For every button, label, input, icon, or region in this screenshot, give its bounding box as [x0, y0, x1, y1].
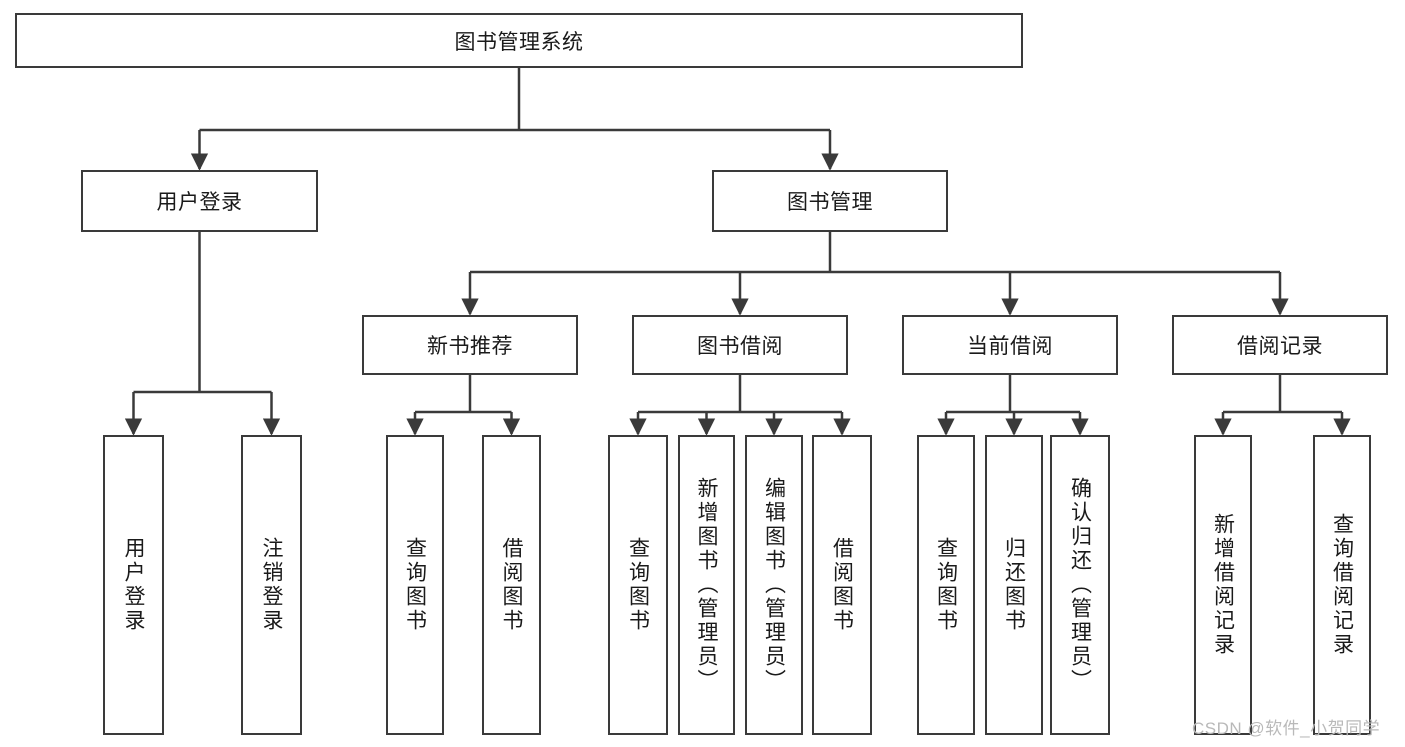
- node-label: 归还图书: [1002, 537, 1026, 633]
- node-leaf-query-book-1[interactable]: 查询图书: [386, 435, 444, 735]
- node-new-book-recommend[interactable]: 新书推荐: [362, 315, 578, 375]
- node-label: 借阅图书: [500, 537, 523, 633]
- node-root[interactable]: 图书管理系统: [15, 13, 1023, 68]
- node-label: 当前借阅: [967, 335, 1053, 358]
- node-label: 用户登录: [122, 537, 145, 633]
- node-label: 新增借阅记录: [1211, 513, 1235, 657]
- node-leaf-query-book-2[interactable]: 查询图书: [608, 435, 668, 735]
- node-leaf-user-login[interactable]: 用户登录: [103, 435, 164, 735]
- node-label: 查询图书: [626, 537, 650, 633]
- node-leaf-edit-book[interactable]: 编辑图书（管理员）: [745, 435, 803, 735]
- node-label: 图书借阅: [697, 335, 783, 358]
- node-user-login[interactable]: 用户登录: [81, 170, 318, 232]
- node-label: 新书推荐: [427, 335, 513, 358]
- node-label: 注销登录: [260, 537, 283, 633]
- node-label: 借阅图书: [830, 537, 854, 633]
- node-borrow-record[interactable]: 借阅记录: [1172, 315, 1388, 375]
- node-current-borrow[interactable]: 当前借阅: [902, 315, 1118, 375]
- node-label: 新增图书（管理员）: [695, 477, 718, 693]
- node-leaf-return-book[interactable]: 归还图书: [985, 435, 1043, 735]
- node-book-manage[interactable]: 图书管理: [712, 170, 948, 232]
- watermark-text: CSDN @软件_小贺同学: [1192, 719, 1381, 738]
- node-label: 图书管理系统: [454, 30, 584, 54]
- node-leaf-add-book[interactable]: 新增图书（管理员）: [678, 435, 735, 735]
- node-leaf-confirm-return[interactable]: 确认归还（管理员）: [1050, 435, 1110, 735]
- node-label: 用户登录: [156, 191, 243, 214]
- node-label: 编辑图书（管理员）: [762, 477, 786, 693]
- node-leaf-query-book-3[interactable]: 查询图书: [917, 435, 975, 735]
- node-label: 图书管理: [787, 191, 873, 214]
- node-label: 查询图书: [403, 537, 427, 633]
- node-leaf-query-record[interactable]: 查询借阅记录: [1313, 435, 1371, 735]
- node-label: 确认归还（管理员）: [1068, 477, 1092, 693]
- node-book-borrow[interactable]: 图书借阅: [632, 315, 848, 375]
- node-label: 查询图书: [934, 537, 958, 633]
- node-leaf-borrow-book-2[interactable]: 借阅图书: [812, 435, 872, 735]
- node-label: 查询借阅记录: [1330, 513, 1354, 657]
- node-leaf-logout[interactable]: 注销登录: [241, 435, 302, 735]
- node-leaf-borrow-book-1[interactable]: 借阅图书: [482, 435, 541, 735]
- node-label: 借阅记录: [1237, 335, 1323, 358]
- node-leaf-add-record[interactable]: 新增借阅记录: [1194, 435, 1252, 735]
